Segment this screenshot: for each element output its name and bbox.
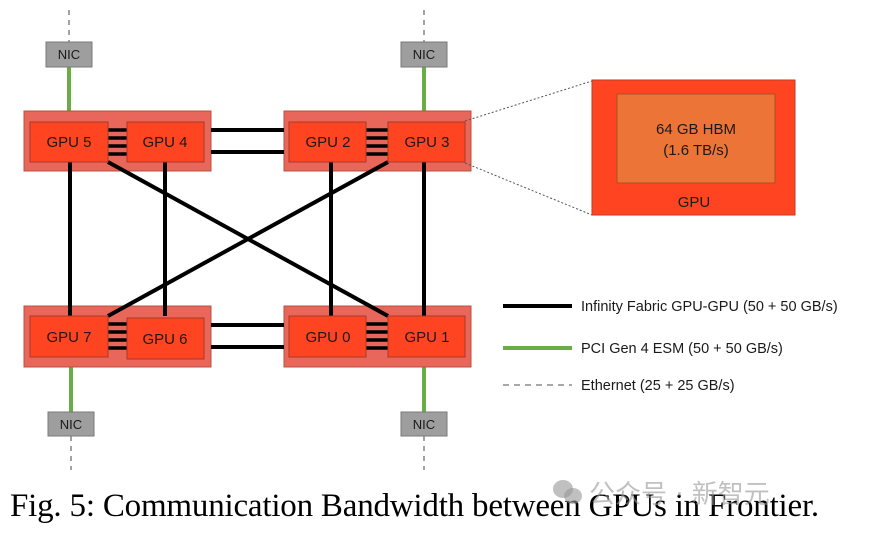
hbm-capacity: 64 GB HBM xyxy=(656,121,736,138)
legend-item-infinity-fabric: Infinity Fabric GPU-GPU (50 + 50 GB/s) xyxy=(503,299,838,315)
gpu-2: GPU 2 xyxy=(288,121,367,163)
gpu-5: GPU 5 xyxy=(29,121,109,163)
figure-caption: Fig. 5: Communication Bandwidth between … xyxy=(10,488,819,524)
legend: Infinity Fabric GPU-GPU (50 + 50 GB/s) P… xyxy=(503,299,838,394)
wechat-icon xyxy=(553,480,583,506)
gpu-1: GPU 1 xyxy=(387,315,466,358)
gpu-detail: 64 GB HBM (1.6 TB/s) GPU xyxy=(591,79,796,216)
gpu-label: GPU 7 xyxy=(46,329,91,346)
gpu-label: GPU 5 xyxy=(46,134,91,151)
if-link-gpu3-gpu7 xyxy=(107,160,389,318)
gpu-label: GPU 6 xyxy=(142,331,187,348)
gpu-0: GPU 0 xyxy=(288,315,367,358)
nic-top-right: NIC xyxy=(400,41,448,68)
legend-label: Ethernet (25 + 25 GB/s) xyxy=(581,378,735,394)
intra-link-gpu7-gpu6 xyxy=(108,322,127,350)
gpu-6: GPU 6 xyxy=(126,317,205,360)
nic-label: NIC xyxy=(58,47,80,62)
hbm-box xyxy=(616,93,776,184)
gpu-4: GPU 4 xyxy=(126,121,205,163)
legend-item-ethernet: Ethernet (25 + 25 GB/s) xyxy=(503,378,735,394)
gpu-label: GPU 3 xyxy=(404,134,449,151)
gpu-label: GPU 4 xyxy=(142,134,187,151)
nic-label: NIC xyxy=(413,47,435,62)
gpu-label: GPU 2 xyxy=(305,134,350,151)
legend-label: PCI Gen 4 ESM (50 + 50 GB/s) xyxy=(581,341,783,357)
watermark: 公众号 · 新智元 xyxy=(553,474,770,511)
nic-bottom-right: NIC xyxy=(400,411,448,437)
hbm-bandwidth: (1.6 TB/s) xyxy=(663,142,729,159)
intra-link-gpu2-gpu3 xyxy=(366,128,388,156)
watermark-text: 公众号 · 新智元 xyxy=(589,480,770,510)
zoom-callout-lines xyxy=(464,80,593,216)
gpu-3: GPU 3 xyxy=(387,121,466,163)
infinity-fabric-links xyxy=(68,128,426,349)
legend-label: Infinity Fabric GPU-GPU (50 + 50 GB/s) xyxy=(581,299,838,315)
intra-link-gpu5-gpu4 xyxy=(108,128,127,156)
nic-top-left: NIC xyxy=(45,41,93,68)
nic-label: NIC xyxy=(413,417,435,432)
gpu-label: GPU 0 xyxy=(305,329,350,346)
legend-item-pcie: PCI Gen 4 ESM (50 + 50 GB/s) xyxy=(503,341,783,357)
gpu-7: GPU 7 xyxy=(29,315,109,358)
gpu-detail-label: GPU xyxy=(678,194,711,211)
intra-link-gpu0-gpu1 xyxy=(366,322,388,350)
nic-label: NIC xyxy=(60,417,82,432)
gpu-label: GPU 1 xyxy=(404,329,449,346)
intra-package-links xyxy=(108,128,388,350)
nic-bottom-left: NIC xyxy=(47,411,95,437)
